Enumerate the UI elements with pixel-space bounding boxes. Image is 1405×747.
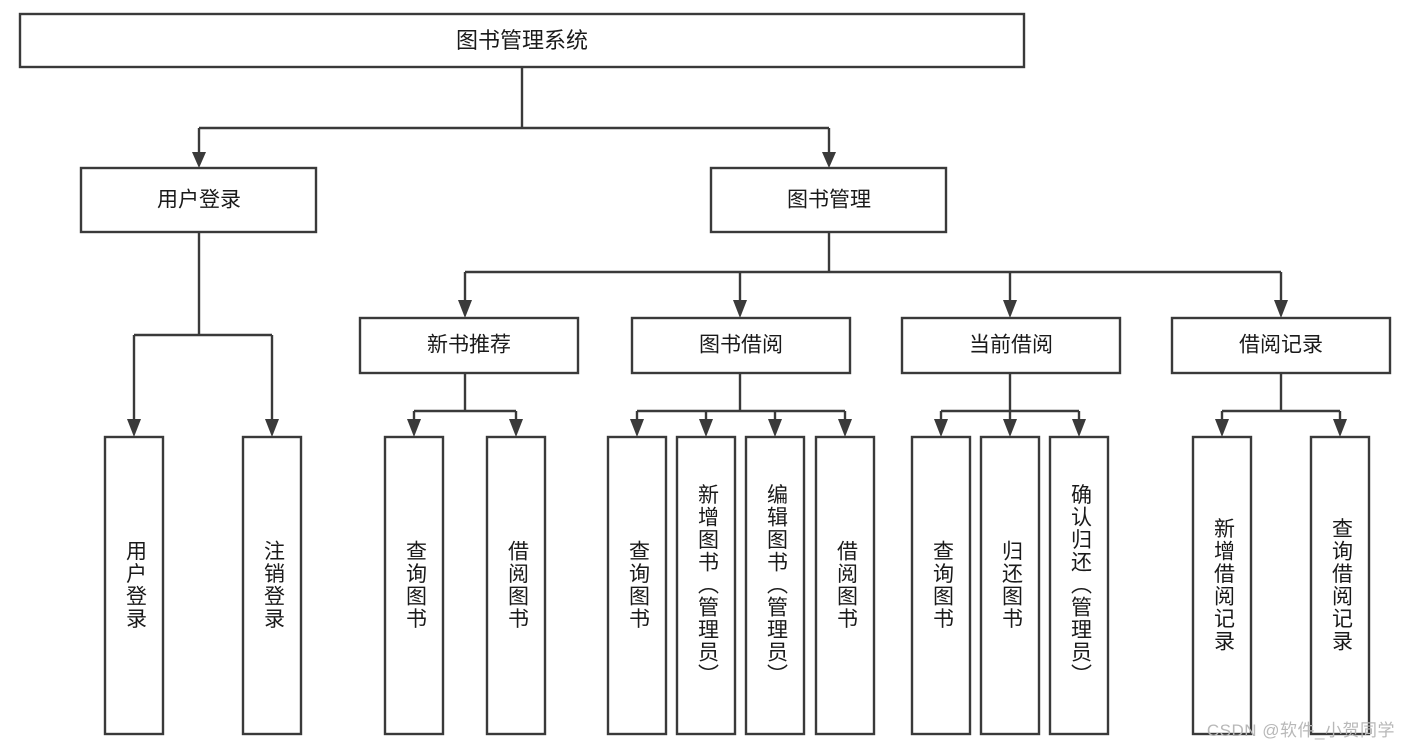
node-new-book-recommend-box[interactable] xyxy=(358,316,580,375)
arrow-leaf-current-borrow-2 xyxy=(1003,419,1017,437)
node-current-borrow-box[interactable] xyxy=(900,316,1122,375)
leaf-user-login-logout-label: 注销登录 xyxy=(261,540,285,630)
arrow-leaf-current-borrow-3 xyxy=(1072,419,1086,437)
node-root-label: 图书管理系统 xyxy=(456,28,588,53)
node-borrow-record[interactable]: 借阅记录 xyxy=(1170,316,1392,375)
leaf-book-borrow-add-box[interactable] xyxy=(675,435,737,736)
leaf-new-book-borrow-box[interactable] xyxy=(485,435,547,736)
node-borrow-record-label: 借阅记录 xyxy=(1239,334,1323,357)
leaf-book-borrow-add-label: 新增图书（管理员） xyxy=(695,484,719,687)
node-new-book-recommend-label: 新书推荐 xyxy=(427,334,511,357)
leaf-current-borrow-confirm[interactable]: 确认归还（管理员） xyxy=(1048,435,1110,736)
node-root-box[interactable] xyxy=(18,12,1026,69)
leaf-borrow-record-query[interactable]: 查询借阅记录 xyxy=(1309,435,1371,736)
node-book-management[interactable]: 图书管理 xyxy=(709,166,948,234)
leaf-current-borrow-return[interactable]: 归还图书 xyxy=(979,435,1041,736)
leaf-borrow-record-add-box[interactable] xyxy=(1191,435,1253,736)
leaf-user-login-login[interactable]: 用户登录 xyxy=(103,435,165,736)
arrow-leaf-current-borrow-1 xyxy=(934,419,948,437)
arrow-to-current-borrow xyxy=(1003,300,1017,318)
node-borrow-record-box[interactable] xyxy=(1170,316,1392,375)
node-book-borrow[interactable]: 图书借阅 xyxy=(630,316,852,375)
leaf-book-borrow-add[interactable]: 新增图书（管理员） xyxy=(675,435,737,736)
arrow-to-borrow-record xyxy=(1274,300,1288,318)
arrow-to-user-login xyxy=(192,152,206,168)
leaf-borrow-record-query-label: 查询借阅记录 xyxy=(1329,518,1353,653)
node-user-login-box[interactable] xyxy=(79,166,318,234)
arrow-leaf-book-borrow-3 xyxy=(768,419,782,437)
leaf-current-borrow-query-label: 查询图书 xyxy=(930,540,954,630)
arrow-to-book-mgmt xyxy=(822,152,836,168)
connector-lines xyxy=(127,67,1347,437)
leaf-current-borrow-query-box[interactable] xyxy=(910,435,972,736)
arrow-leaf-book-borrow-2 xyxy=(699,419,713,437)
node-new-book-recommend[interactable]: 新书推荐 xyxy=(358,316,580,375)
node-user-login[interactable]: 用户登录 xyxy=(79,166,318,234)
arrow-leaf-borrow-record-2 xyxy=(1333,419,1347,437)
leaf-current-borrow-query[interactable]: 查询图书 xyxy=(910,435,972,736)
node-current-borrow-label: 当前借阅 xyxy=(969,334,1053,357)
leaf-book-borrow-borrow[interactable]: 借阅图书 xyxy=(814,435,876,736)
arrow-leaf-new-book-1 xyxy=(407,419,421,437)
node-book-management-box[interactable] xyxy=(709,166,948,234)
node-book-borrow-box[interactable] xyxy=(630,316,852,375)
leaf-user-login-logout-box[interactable] xyxy=(241,435,303,736)
leaf-new-book-query-label: 查询图书 xyxy=(403,540,427,630)
leaf-user-login-login-label: 用户登录 xyxy=(123,540,147,630)
leaf-book-borrow-borrow-label: 借阅图书 xyxy=(834,540,858,630)
arrow-to-book-borrow xyxy=(733,300,747,318)
leaf-borrow-record-add-label: 新增借阅记录 xyxy=(1211,518,1235,653)
leaf-user-login-logout[interactable]: 注销登录 xyxy=(241,435,303,736)
arrow-leaf-book-borrow-4 xyxy=(838,419,852,437)
node-current-borrow[interactable]: 当前借阅 xyxy=(900,316,1122,375)
leaf-current-borrow-confirm-box[interactable] xyxy=(1048,435,1110,736)
leaf-new-book-borrow[interactable]: 借阅图书 xyxy=(485,435,547,736)
arrow-leaf-user-login-2 xyxy=(265,419,279,437)
leaf-book-borrow-query-label: 查询图书 xyxy=(626,540,650,630)
leaf-current-borrow-confirm-label: 确认归还（管理员） xyxy=(1068,484,1092,687)
arrow-leaf-borrow-record-1 xyxy=(1215,419,1229,437)
leaf-borrow-record-add[interactable]: 新增借阅记录 xyxy=(1191,435,1253,736)
arrow-leaf-book-borrow-1 xyxy=(630,419,644,437)
node-user-login-label: 用户登录 xyxy=(157,189,241,212)
leaf-borrow-record-query-box[interactable] xyxy=(1309,435,1371,736)
arrow-to-new-book xyxy=(458,300,472,318)
leaf-book-borrow-borrow-box[interactable] xyxy=(814,435,876,736)
leaf-new-book-query[interactable]: 查询图书 xyxy=(383,435,445,736)
leaf-book-borrow-edit-label: 编辑图书（管理员） xyxy=(764,484,788,687)
leaf-book-borrow-edit-box[interactable] xyxy=(744,435,806,736)
leaf-current-borrow-return-box[interactable] xyxy=(979,435,1041,736)
leaf-user-login-login-box[interactable] xyxy=(103,435,165,736)
leaf-book-borrow-query[interactable]: 查询图书 xyxy=(606,435,668,736)
leaf-new-book-query-box[interactable] xyxy=(383,435,445,736)
leaf-book-borrow-query-box[interactable] xyxy=(606,435,668,736)
node-book-borrow-label: 图书借阅 xyxy=(699,334,783,357)
leaf-book-borrow-edit[interactable]: 编辑图书（管理员） xyxy=(744,435,806,736)
arrow-leaf-new-book-2 xyxy=(509,419,523,437)
node-book-management-label: 图书管理 xyxy=(787,189,871,212)
node-root[interactable]: 图书管理系统 xyxy=(18,12,1026,69)
leaf-new-book-borrow-label: 借阅图书 xyxy=(505,540,529,630)
arrow-leaf-user-login-1 xyxy=(127,419,141,437)
leaf-current-borrow-return-label: 归还图书 xyxy=(999,540,1023,630)
